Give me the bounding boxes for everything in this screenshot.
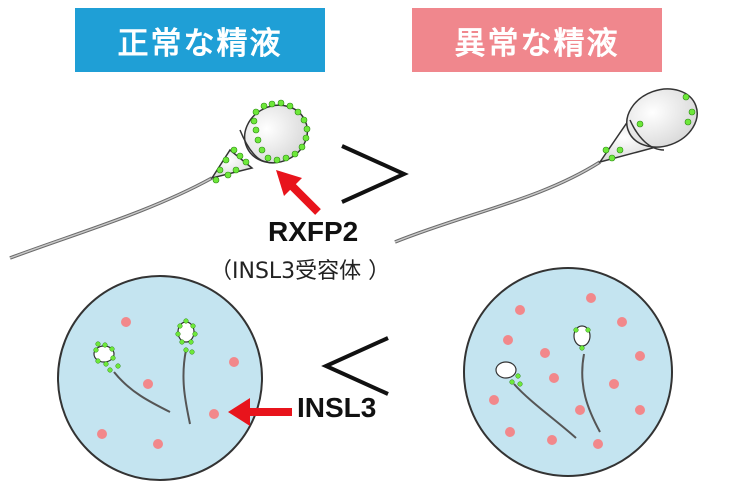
normal-fluid-circle: [57, 275, 263, 481]
normal-sperm-receptors: [212, 99, 311, 184]
normal-semen-header: 正常な精液: [75, 8, 325, 72]
receptor-note: （INSL3受容体 ）: [210, 259, 391, 284]
abnormal-fluid-circle: [463, 267, 673, 477]
normal-sperm: [9, 99, 311, 260]
hormone-arrow: [228, 398, 292, 426]
insl3-dots-normal: [97, 317, 239, 449]
hormone-label: INSL3: [297, 392, 377, 423]
abnormal-sperm-receptors: [602, 93, 696, 162]
insl3-dots-abnormal: [489, 293, 645, 449]
abnormal-sperm: [394, 88, 698, 244]
greater-than-sign: [341, 144, 409, 204]
receptor-arrow: [276, 170, 321, 215]
abnormal-semen-header: 異常な精液: [412, 8, 662, 72]
receptor-label: RXFP2: [268, 216, 359, 247]
less-than-sign: [321, 336, 389, 396]
